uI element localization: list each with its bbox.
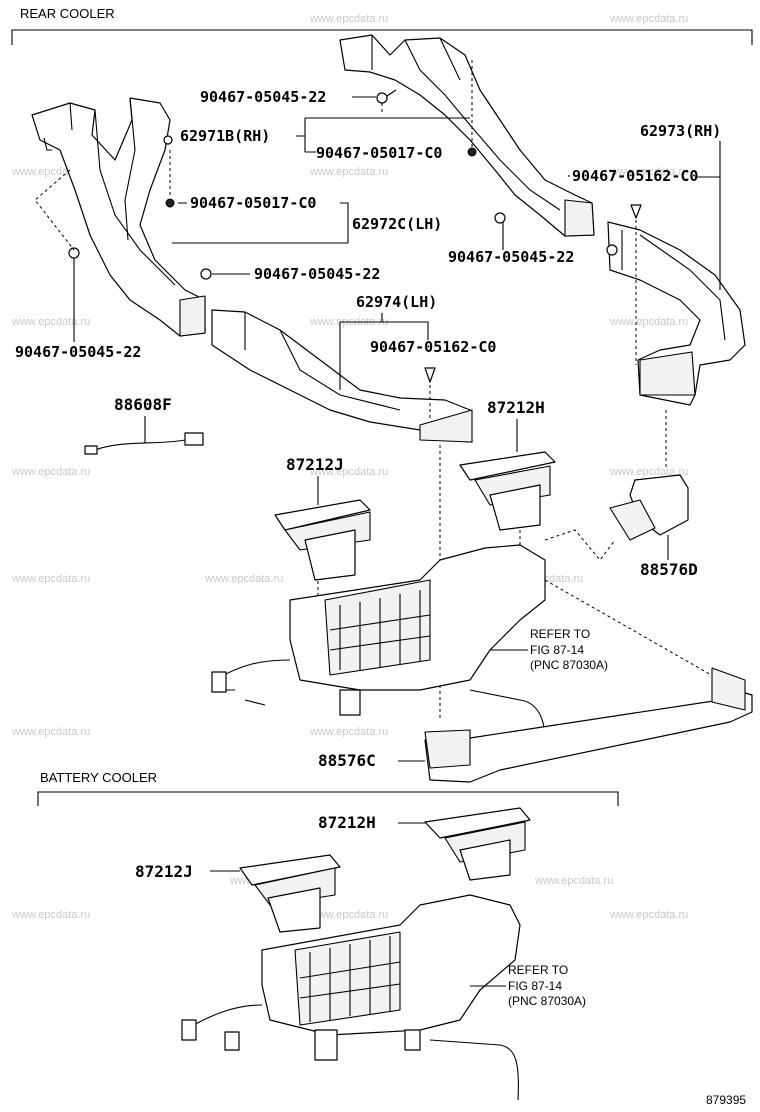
filter-87212j-lower <box>239 854 341 933</box>
watermark: www.epcdata.ru <box>609 316 688 328</box>
label-90467-05017-c0-upper: 90467-05017-C0 <box>316 144 442 162</box>
label-90467-05045-22-far-left: 90467-05045-22 <box>15 343 141 361</box>
watermark: www.epcdata.ru <box>204 573 283 585</box>
watermark: www.epcdata.ru <box>11 726 90 738</box>
watermark: www.epcdata.ru <box>309 166 388 178</box>
duct-62974 <box>211 309 473 443</box>
watermark: www.epcdata.ru <box>11 316 90 328</box>
section-title-rear-cooler: REAR COOLER <box>20 6 115 21</box>
label-62974: 62974(LH) <box>356 293 437 311</box>
refer-line3-lower: (PNC 87030A) <box>508 994 586 1008</box>
label-88576c: 88576C <box>318 751 376 770</box>
label-90467-05045-22-mid: 90467-05045-22 <box>448 248 574 266</box>
refer-line2-lower: FIG 87-14 <box>508 979 562 993</box>
label-62972c: 62972C(LH) <box>352 215 442 233</box>
watermark: www.epcdata.ru <box>609 909 688 921</box>
refer-line2-upper: FIG 87-14 <box>530 643 584 657</box>
label-88576d: 88576D <box>640 560 698 579</box>
section-bracket-rear <box>11 29 753 45</box>
refer-line1-upper: REFER TO <box>530 627 590 641</box>
watermark: www.epcdata.ru <box>309 726 388 738</box>
watermark: www.epcdata.ru <box>309 13 388 25</box>
filter-87212j-upper <box>274 499 371 581</box>
section-title-battery-cooler: BATTERY COOLER <box>40 770 157 785</box>
duct-62973 <box>606 221 746 406</box>
label-90467-05162-c0-right: 90467-05162-C0 <box>572 167 698 185</box>
filter-87212h-upper <box>459 451 556 531</box>
duct-62972c <box>31 97 206 337</box>
refer-line1-lower: REFER TO <box>508 963 568 977</box>
label-87212j-upper: 87212J <box>286 455 344 474</box>
label-90467-05162-c0-lower: 90467-05162-C0 <box>370 338 496 356</box>
figure-number: 879395 <box>706 1093 746 1107</box>
watermark: www.epcdata.ru <box>11 466 90 478</box>
label-90467-05045-22: 90467-05045-22 <box>200 88 326 106</box>
label-87212h-lower: 87212H <box>318 813 376 832</box>
connector-88608f <box>84 432 204 455</box>
refer-line3-upper: (PNC 87030A) <box>530 658 608 672</box>
callouts: 90467-05045-22 62971B(RH) 90467-05017-C0… <box>15 88 746 1107</box>
label-62971b: 62971B(RH) <box>180 127 270 145</box>
watermark: www.epcdata.ru <box>309 909 388 921</box>
battery-block-lower <box>181 894 521 1101</box>
section-bracket-battery <box>37 791 619 806</box>
watermark: www.epcdata.ru <box>609 13 688 25</box>
label-87212j-lower: 87212J <box>135 862 193 881</box>
label-90467-05045-22-left: 90467-05045-22 <box>254 265 380 283</box>
duct-88576d <box>609 474 689 541</box>
watermark: www.epcdata.ru <box>534 875 613 887</box>
watermark: www.epcdata.ru <box>11 909 90 921</box>
watermark: www.epcdata.ru <box>309 466 388 478</box>
label-87212h-upper: 87212H <box>487 398 545 417</box>
watermark: www.epcdata.ru <box>609 166 688 178</box>
battery-block-upper <box>211 544 546 741</box>
label-88608f: 88608F <box>114 395 172 414</box>
label-90467-05017-c0-left: 90467-05017-C0 <box>190 194 316 212</box>
watermark: www.epcdata.ru <box>11 573 90 585</box>
label-62973: 62973(RH) <box>640 122 721 140</box>
filter-87212h-lower <box>424 807 531 881</box>
fasteners <box>68 89 642 383</box>
watermark: www.epcdata.ru <box>609 466 688 478</box>
duct-62971b <box>339 34 595 237</box>
duct-88576c <box>424 667 753 783</box>
